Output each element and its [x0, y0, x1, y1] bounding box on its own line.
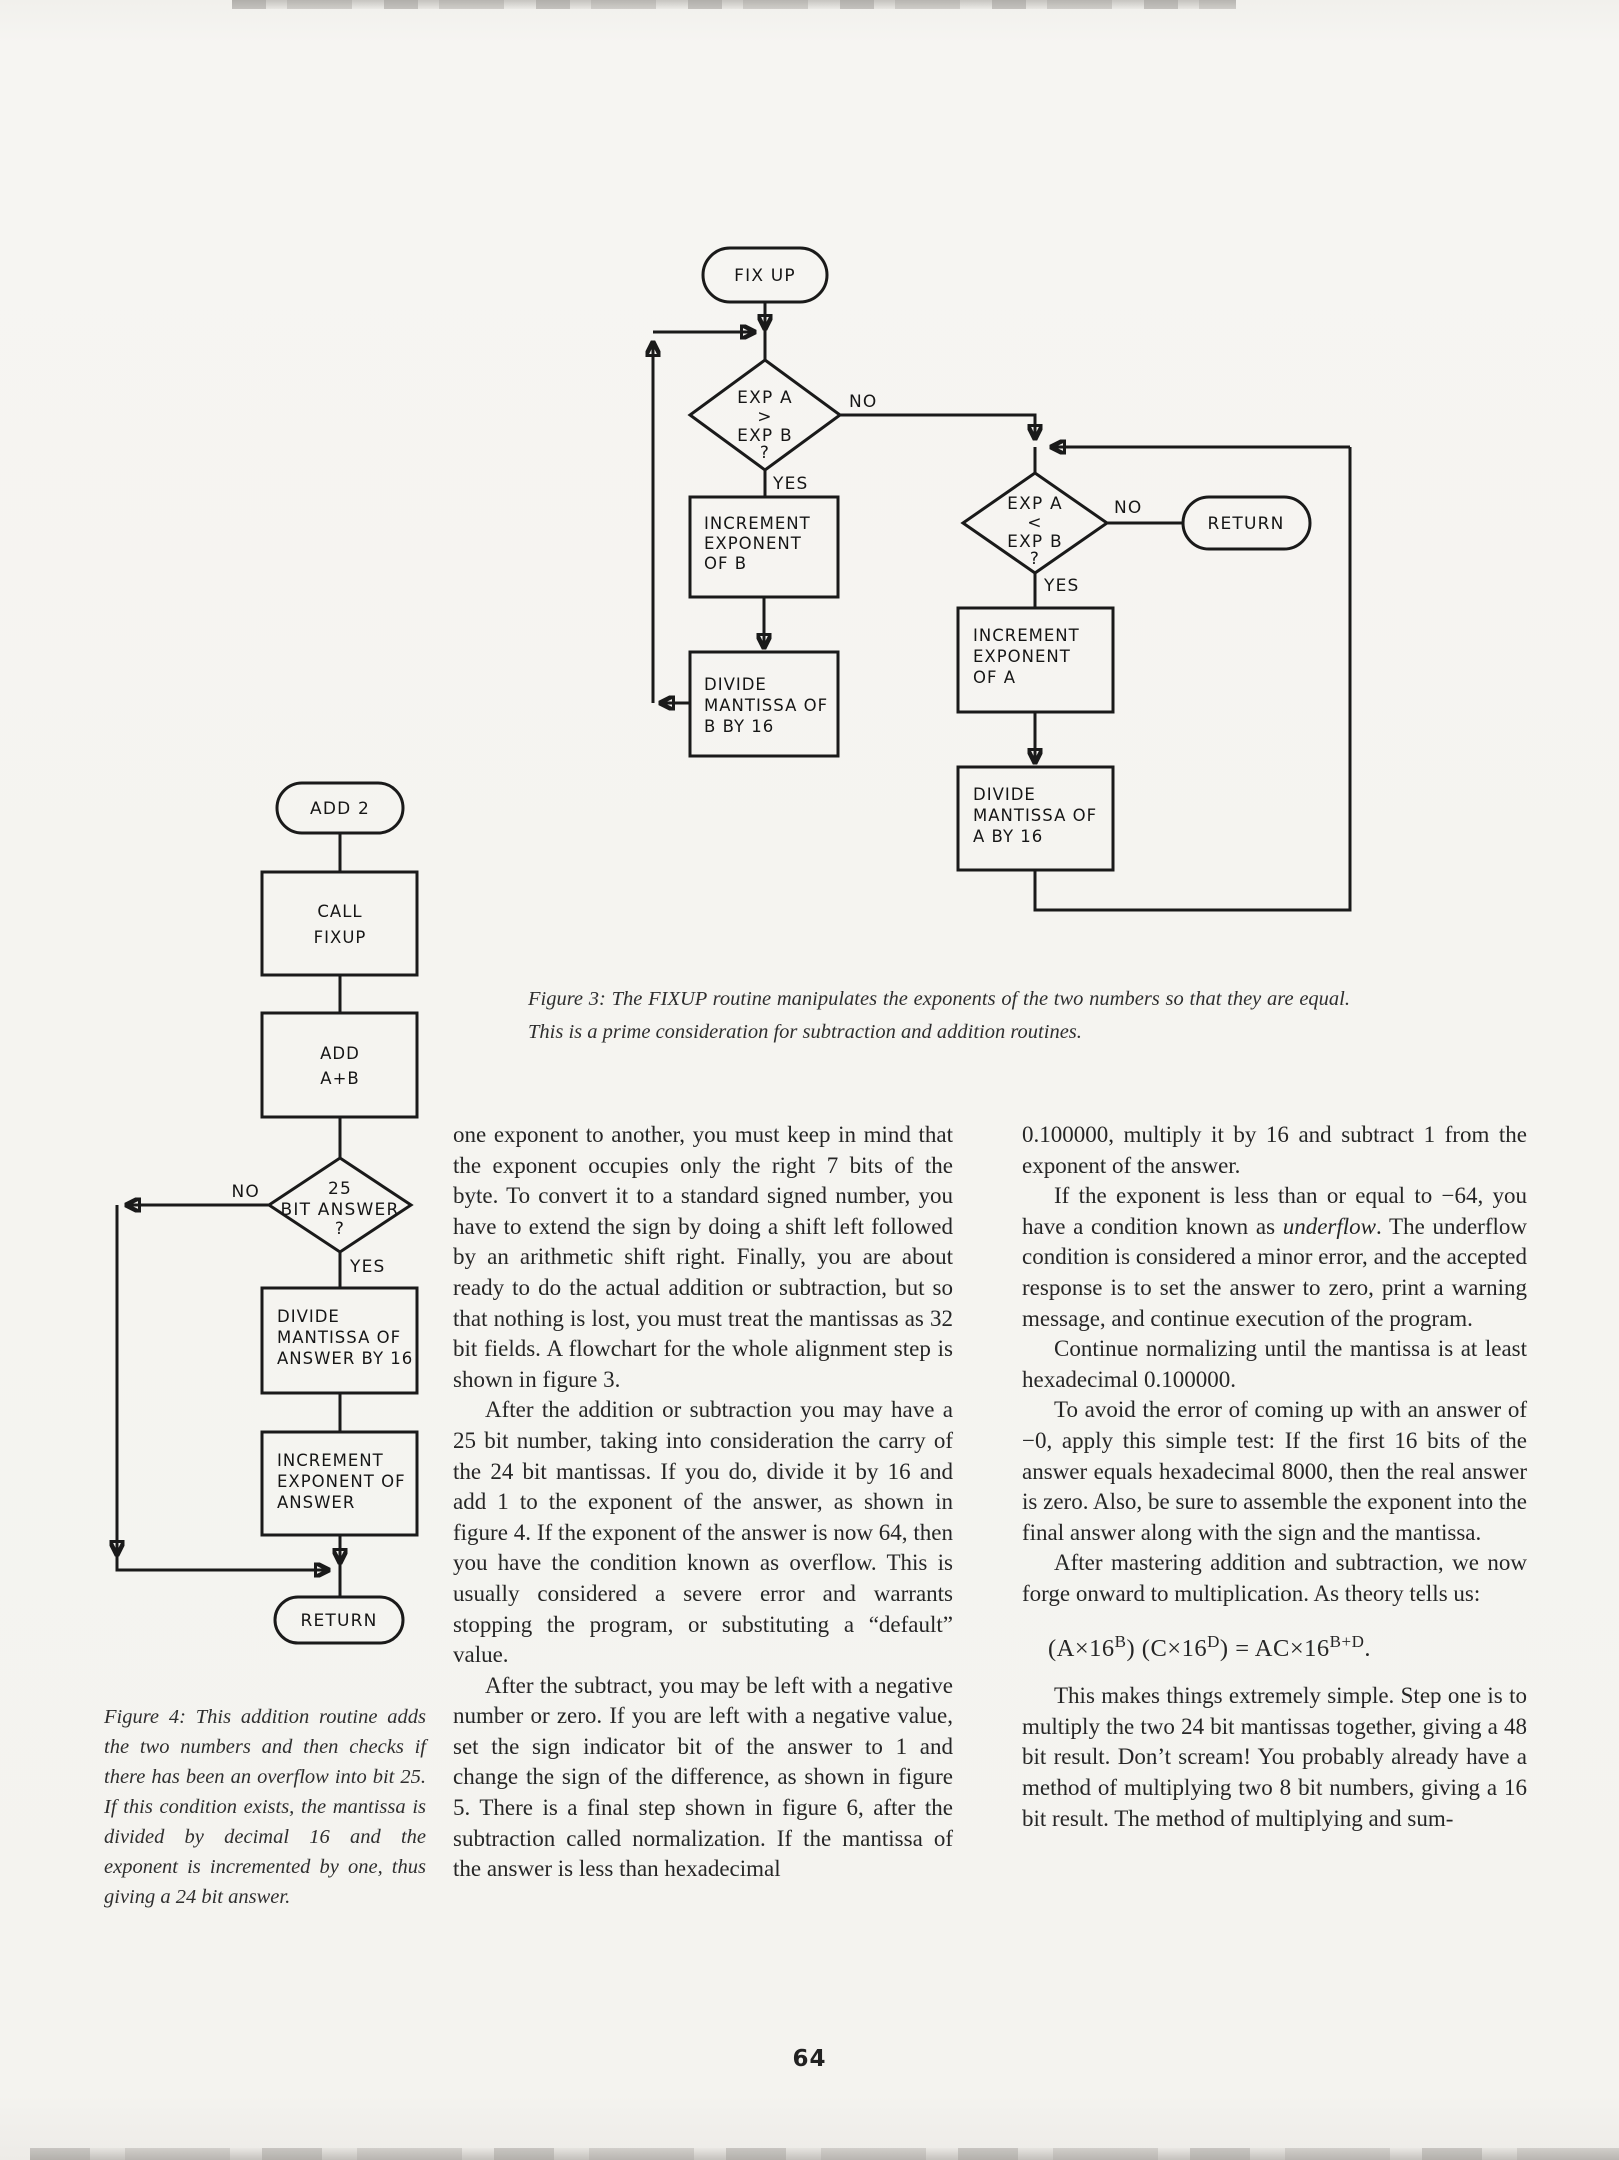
- paragraph-text: . The underflow condition is considered …: [1022, 1213, 1527, 1331]
- figure4-flowchart: ADD 2 CALL FIXUP ADD A+B 25 BIT ANSWER ?…: [80, 781, 419, 1645]
- decision2-line1: EXP A: [1007, 494, 1063, 514]
- divide-a-line1: DIVIDE: [973, 785, 1036, 804]
- loop-outer-path: [1033, 447, 1352, 912]
- divide-answer-line2: MANTISSA OF: [277, 1328, 401, 1347]
- paragraph: This makes things extremely simple. Step…: [1022, 1683, 1527, 1831]
- formula-superscript: B+D: [1329, 1631, 1365, 1651]
- paragraph: After mastering addition and subtraction…: [1022, 1550, 1527, 1606]
- increment-a-line2: EXPONENT: [973, 647, 1071, 666]
- formula-part: .: [1364, 1634, 1371, 1662]
- decision25-yes-label: YES: [349, 1257, 386, 1277]
- increment-answer-line1: INCREMENT: [277, 1451, 384, 1470]
- decision1-line4: ?: [760, 443, 770, 463]
- decision2-line3: EXP B: [1007, 532, 1063, 552]
- divide-a-line3: A BY 16: [973, 827, 1043, 846]
- paragraph: one exponent to another, you must keep i…: [453, 1122, 953, 1392]
- call-fixup-box: [260, 870, 419, 977]
- add-ab-box: [260, 1011, 419, 1119]
- formula-part: (A×16: [1048, 1634, 1115, 1662]
- increment-a-line3: OF A: [973, 668, 1016, 687]
- paragraph: After the subtract, you may be left with…: [453, 1672, 953, 1882]
- emphasized-term: underflow: [1282, 1213, 1376, 1239]
- return-terminal: [1181, 495, 1312, 551]
- fixup-start-label: FIX UP: [734, 266, 796, 286]
- decision2-line2: <: [1027, 513, 1042, 533]
- formula-superscript: D: [1207, 1631, 1220, 1651]
- divide-b-line2: MANTISSA OF: [704, 696, 828, 715]
- add-ab-line1: ADD: [320, 1044, 360, 1063]
- multiplication-formula: (A×16B) (C×16D) = AC×16B+D.: [1048, 1627, 1527, 1665]
- divide-b-line3: B BY 16: [704, 717, 774, 736]
- increment-b-line3: OF B: [704, 554, 747, 573]
- paragraph: Continue normalizing until the mantissa …: [1022, 1336, 1527, 1392]
- divide-a-line2: MANTISSA OF: [973, 806, 1097, 825]
- decision1-no-label: NO: [849, 392, 878, 412]
- scan-edge-top: [232, 0, 1236, 9]
- add2-start-label: ADD 2: [310, 799, 370, 819]
- increment-b-line2: EXPONENT: [704, 534, 802, 553]
- figure3-caption: Figure 3: The FIXUP routine manipulates …: [528, 988, 1350, 1043]
- increment-answer-line3: ANSWER: [277, 1493, 355, 1512]
- body-column-2: 0.100000, multiply it by 16 and subtract…: [1022, 1120, 1527, 1834]
- paragraph: To avoid the error of coming up with an …: [1022, 1397, 1527, 1545]
- decision2-yes-label: YES: [1043, 576, 1080, 596]
- paragraph: 0.100000, multiply it by 16 and subtract…: [1022, 1122, 1527, 1178]
- return-label-fig4: RETURN: [300, 1611, 377, 1631]
- decision25-no-label: NO: [232, 1182, 261, 1202]
- divide-mantissa-a-box: [956, 765, 1115, 872]
- divide-answer-line1: DIVIDE: [277, 1307, 340, 1326]
- formula-superscript: B: [1114, 1631, 1127, 1651]
- figure4-caption: Figure 4: This addition routine adds the…: [104, 1706, 426, 1908]
- call-fixup-line1: CALL: [317, 902, 362, 921]
- formula-part: ) = AC×16: [1219, 1634, 1330, 1662]
- decision25-line1: 25: [328, 1179, 352, 1199]
- page-number: 64: [792, 2046, 827, 2072]
- decision1-no-path: [840, 413, 1035, 436]
- paragraph-text: If the exponent is less than or equal to…: [1022, 1183, 1527, 1239]
- increment-a-line1: INCREMENT: [973, 626, 1080, 645]
- decision25-line2: BIT ANSWER: [281, 1200, 400, 1220]
- paragraph: If the exponent is less than or equal to…: [1022, 1181, 1527, 1334]
- increment-answer-line2: EXPONENT OF: [277, 1472, 406, 1491]
- paragraph: After the addition or subtraction you ma…: [453, 1397, 953, 1668]
- increment-b-line1: INCREMENT: [704, 514, 811, 533]
- scan-edge-bottom: [30, 2148, 1619, 2160]
- no-bypass-bottom: [115, 1556, 326, 1570]
- decision1-line2: >: [757, 407, 772, 427]
- divide-b-line1: DIVIDE: [704, 675, 767, 694]
- decision1-line1: EXP A: [737, 388, 793, 408]
- decision2-line4: ?: [1030, 549, 1040, 569]
- divide-mantissa-b-box: [688, 650, 840, 758]
- decision25-line3: ?: [335, 1219, 345, 1239]
- return-label: RETURN: [1207, 514, 1284, 534]
- divide-answer-line3: ANSWER BY 16: [277, 1349, 413, 1368]
- decision2-no-label: NO: [1114, 498, 1143, 518]
- call-fixup-line2: FIXUP: [314, 928, 367, 947]
- formula-part: ) (C×16: [1126, 1634, 1208, 1662]
- decision1-line3: EXP B: [737, 426, 793, 446]
- decision1-yes-label: YES: [772, 474, 809, 494]
- figure3-flowchart: FIX UP EXP A > EXP B ? NO YES INCREMENT …: [600, 246, 1352, 912]
- return-terminal-fig4: [273, 1595, 405, 1645]
- body-column-1: one exponent to another, you must keep i…: [453, 1120, 953, 1885]
- add-ab-line2: A+B: [320, 1069, 359, 1088]
